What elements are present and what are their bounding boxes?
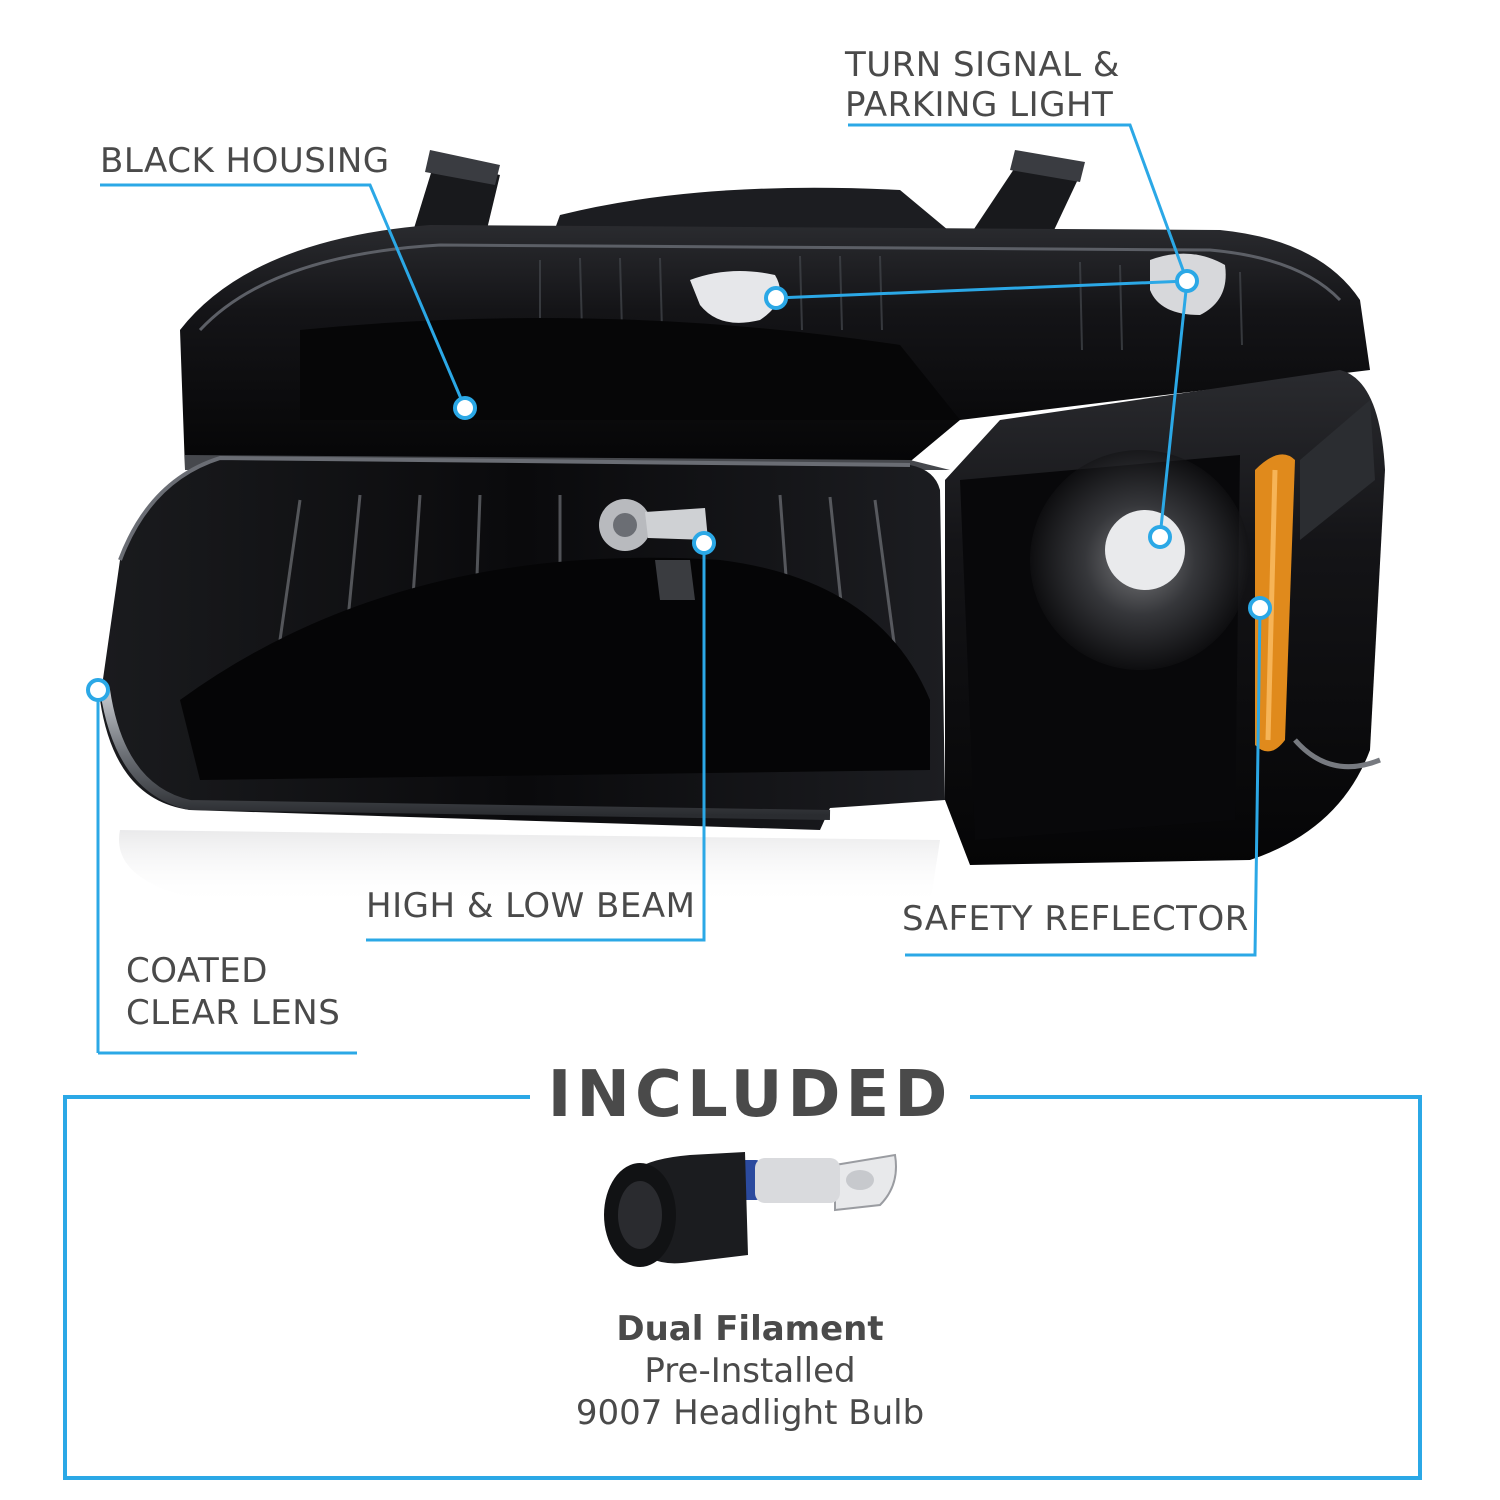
bulb-9007-illustration xyxy=(604,1152,897,1267)
label-black-housing: BLACK HOUSING xyxy=(100,141,390,181)
dot-parking-light xyxy=(764,286,788,310)
amber-reflector xyxy=(1255,454,1295,752)
label-parking-light: PARKING LIGHT xyxy=(845,85,1114,125)
dot-black-housing xyxy=(453,396,477,420)
bulb-preinstalled: Pre-Installed xyxy=(644,1351,856,1391)
label-clear-lens: CLEAR LENS xyxy=(126,993,341,1033)
bulb-name: Dual Filament xyxy=(616,1309,884,1349)
included-frame xyxy=(63,1095,1422,1480)
bulb-model: 9007 Headlight Bulb xyxy=(575,1393,925,1433)
label-coated: COATED xyxy=(126,951,268,991)
callout-dots xyxy=(86,269,1272,702)
dot-coated-lens xyxy=(86,678,110,702)
dot-turn-signal xyxy=(1175,269,1199,293)
floor-reflection xyxy=(119,830,940,905)
label-safety-reflector: SAFETY REFLECTOR xyxy=(902,899,1249,939)
corner-bulb xyxy=(1105,510,1185,590)
included-title-text: INCLUDED xyxy=(529,1058,971,1132)
included-title: INCLUDED xyxy=(0,1058,1500,1132)
label-turn-signal: TURN SIGNAL & xyxy=(845,45,1120,85)
callout-lines xyxy=(96,123,1262,1055)
dot-corner-bulb xyxy=(1148,525,1172,549)
dot-high-low-beam xyxy=(692,531,716,555)
label-high-low-beam: HIGH & LOW BEAM xyxy=(366,886,696,926)
dot-safety-reflector xyxy=(1248,596,1272,620)
parking-bulb xyxy=(690,271,780,323)
